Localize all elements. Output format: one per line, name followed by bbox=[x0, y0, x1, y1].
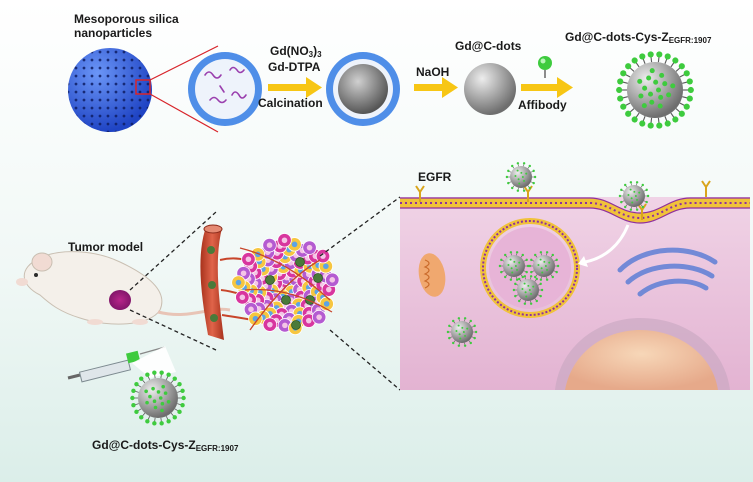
label-gd-no3: Gd(NO3)3 bbox=[270, 44, 322, 59]
tumor-cell bbox=[325, 272, 340, 288]
zoom-dash-1 bbox=[129, 211, 217, 291]
zoom-dash-4 bbox=[329, 329, 401, 391]
arrow-calcination bbox=[268, 77, 322, 98]
egfr-receptor bbox=[701, 180, 711, 197]
nucleus bbox=[565, 330, 718, 390]
mitochondrion bbox=[418, 253, 446, 297]
nanoparticle bbox=[505, 162, 537, 192]
label-msn-line2: nanoparticles bbox=[74, 26, 153, 40]
tumor-cell bbox=[277, 233, 292, 248]
nanoparticle bbox=[130, 370, 186, 426]
tumor-cell bbox=[315, 248, 331, 264]
free-nanoparticle bbox=[446, 317, 478, 347]
functionalized-nanoparticle bbox=[616, 51, 694, 129]
label-product: Gd@C-dots-Cys-ZEGFR:1907 bbox=[565, 30, 712, 45]
mouse-tumor bbox=[109, 290, 131, 310]
injected-nanoparticle bbox=[130, 370, 186, 426]
zoom-line-bottom bbox=[149, 93, 219, 133]
blood-vessel bbox=[200, 224, 224, 340]
tumor-cell bbox=[241, 252, 256, 267]
surface-nanoparticles bbox=[505, 162, 650, 211]
zoom-line-top bbox=[149, 45, 219, 81]
endosome-nanoparticles bbox=[498, 251, 560, 305]
label-calcination: Calcination bbox=[258, 96, 323, 110]
label-msn-line1: Mesoporous silica bbox=[74, 12, 179, 26]
mesoporous-silica-particle bbox=[68, 48, 152, 132]
endosome bbox=[480, 218, 580, 318]
arrow-naoh bbox=[414, 77, 458, 98]
label-injected-np: Gd@C-dots-Cys-ZEGFR:1907 bbox=[92, 438, 239, 453]
nanoparticle bbox=[446, 317, 478, 347]
label-gd-cdots: Gd@C-dots bbox=[455, 39, 522, 53]
egfr-receptors bbox=[415, 180, 711, 220]
zoom-dash-3 bbox=[319, 196, 401, 257]
cell-membrane bbox=[400, 197, 750, 224]
label-gd-dtpa: Gd-DTPA bbox=[268, 60, 321, 74]
tumor-nanoparticle bbox=[295, 257, 305, 267]
label-naoh: NaOH bbox=[416, 65, 450, 79]
affibody-icon bbox=[538, 56, 552, 78]
tumor-nanoparticle bbox=[313, 273, 323, 283]
internalization-arrow bbox=[584, 224, 630, 264]
tumor-cell bbox=[262, 238, 277, 253]
nanoparticle bbox=[528, 251, 560, 281]
tumor-cell bbox=[235, 290, 250, 305]
zoom-dash-2 bbox=[129, 309, 217, 351]
label-egfr: EGFR bbox=[418, 170, 452, 184]
gd-cdot-particle bbox=[464, 63, 516, 115]
pore-zoom bbox=[188, 52, 262, 126]
tumor-cell bbox=[302, 240, 317, 255]
nanoparticle bbox=[498, 251, 530, 281]
nanoparticle bbox=[512, 275, 544, 305]
core-shell-particle bbox=[326, 52, 400, 126]
tumor-nanoparticle bbox=[265, 275, 275, 285]
tumor-cell bbox=[262, 317, 278, 332]
golgi-apparatus bbox=[617, 247, 718, 297]
label-tumor-model: Tumor model bbox=[68, 240, 144, 254]
tumor-cell bbox=[277, 318, 293, 333]
tumor-nanoparticle bbox=[291, 320, 301, 330]
label-affibody: Affibody bbox=[518, 98, 567, 112]
egfr-receptor bbox=[415, 185, 425, 202]
nanoparticle bbox=[616, 51, 694, 129]
tumor-cell bbox=[311, 309, 327, 325]
tumor-cell-cluster bbox=[231, 233, 340, 336]
tumor-nanoparticle bbox=[281, 295, 291, 305]
arrow-affibody bbox=[521, 77, 573, 98]
cell-zoom-panel bbox=[400, 197, 750, 390]
nanoparticle bbox=[618, 181, 650, 211]
mouse-illustration bbox=[16, 251, 231, 325]
tumor-cell bbox=[231, 275, 246, 290]
